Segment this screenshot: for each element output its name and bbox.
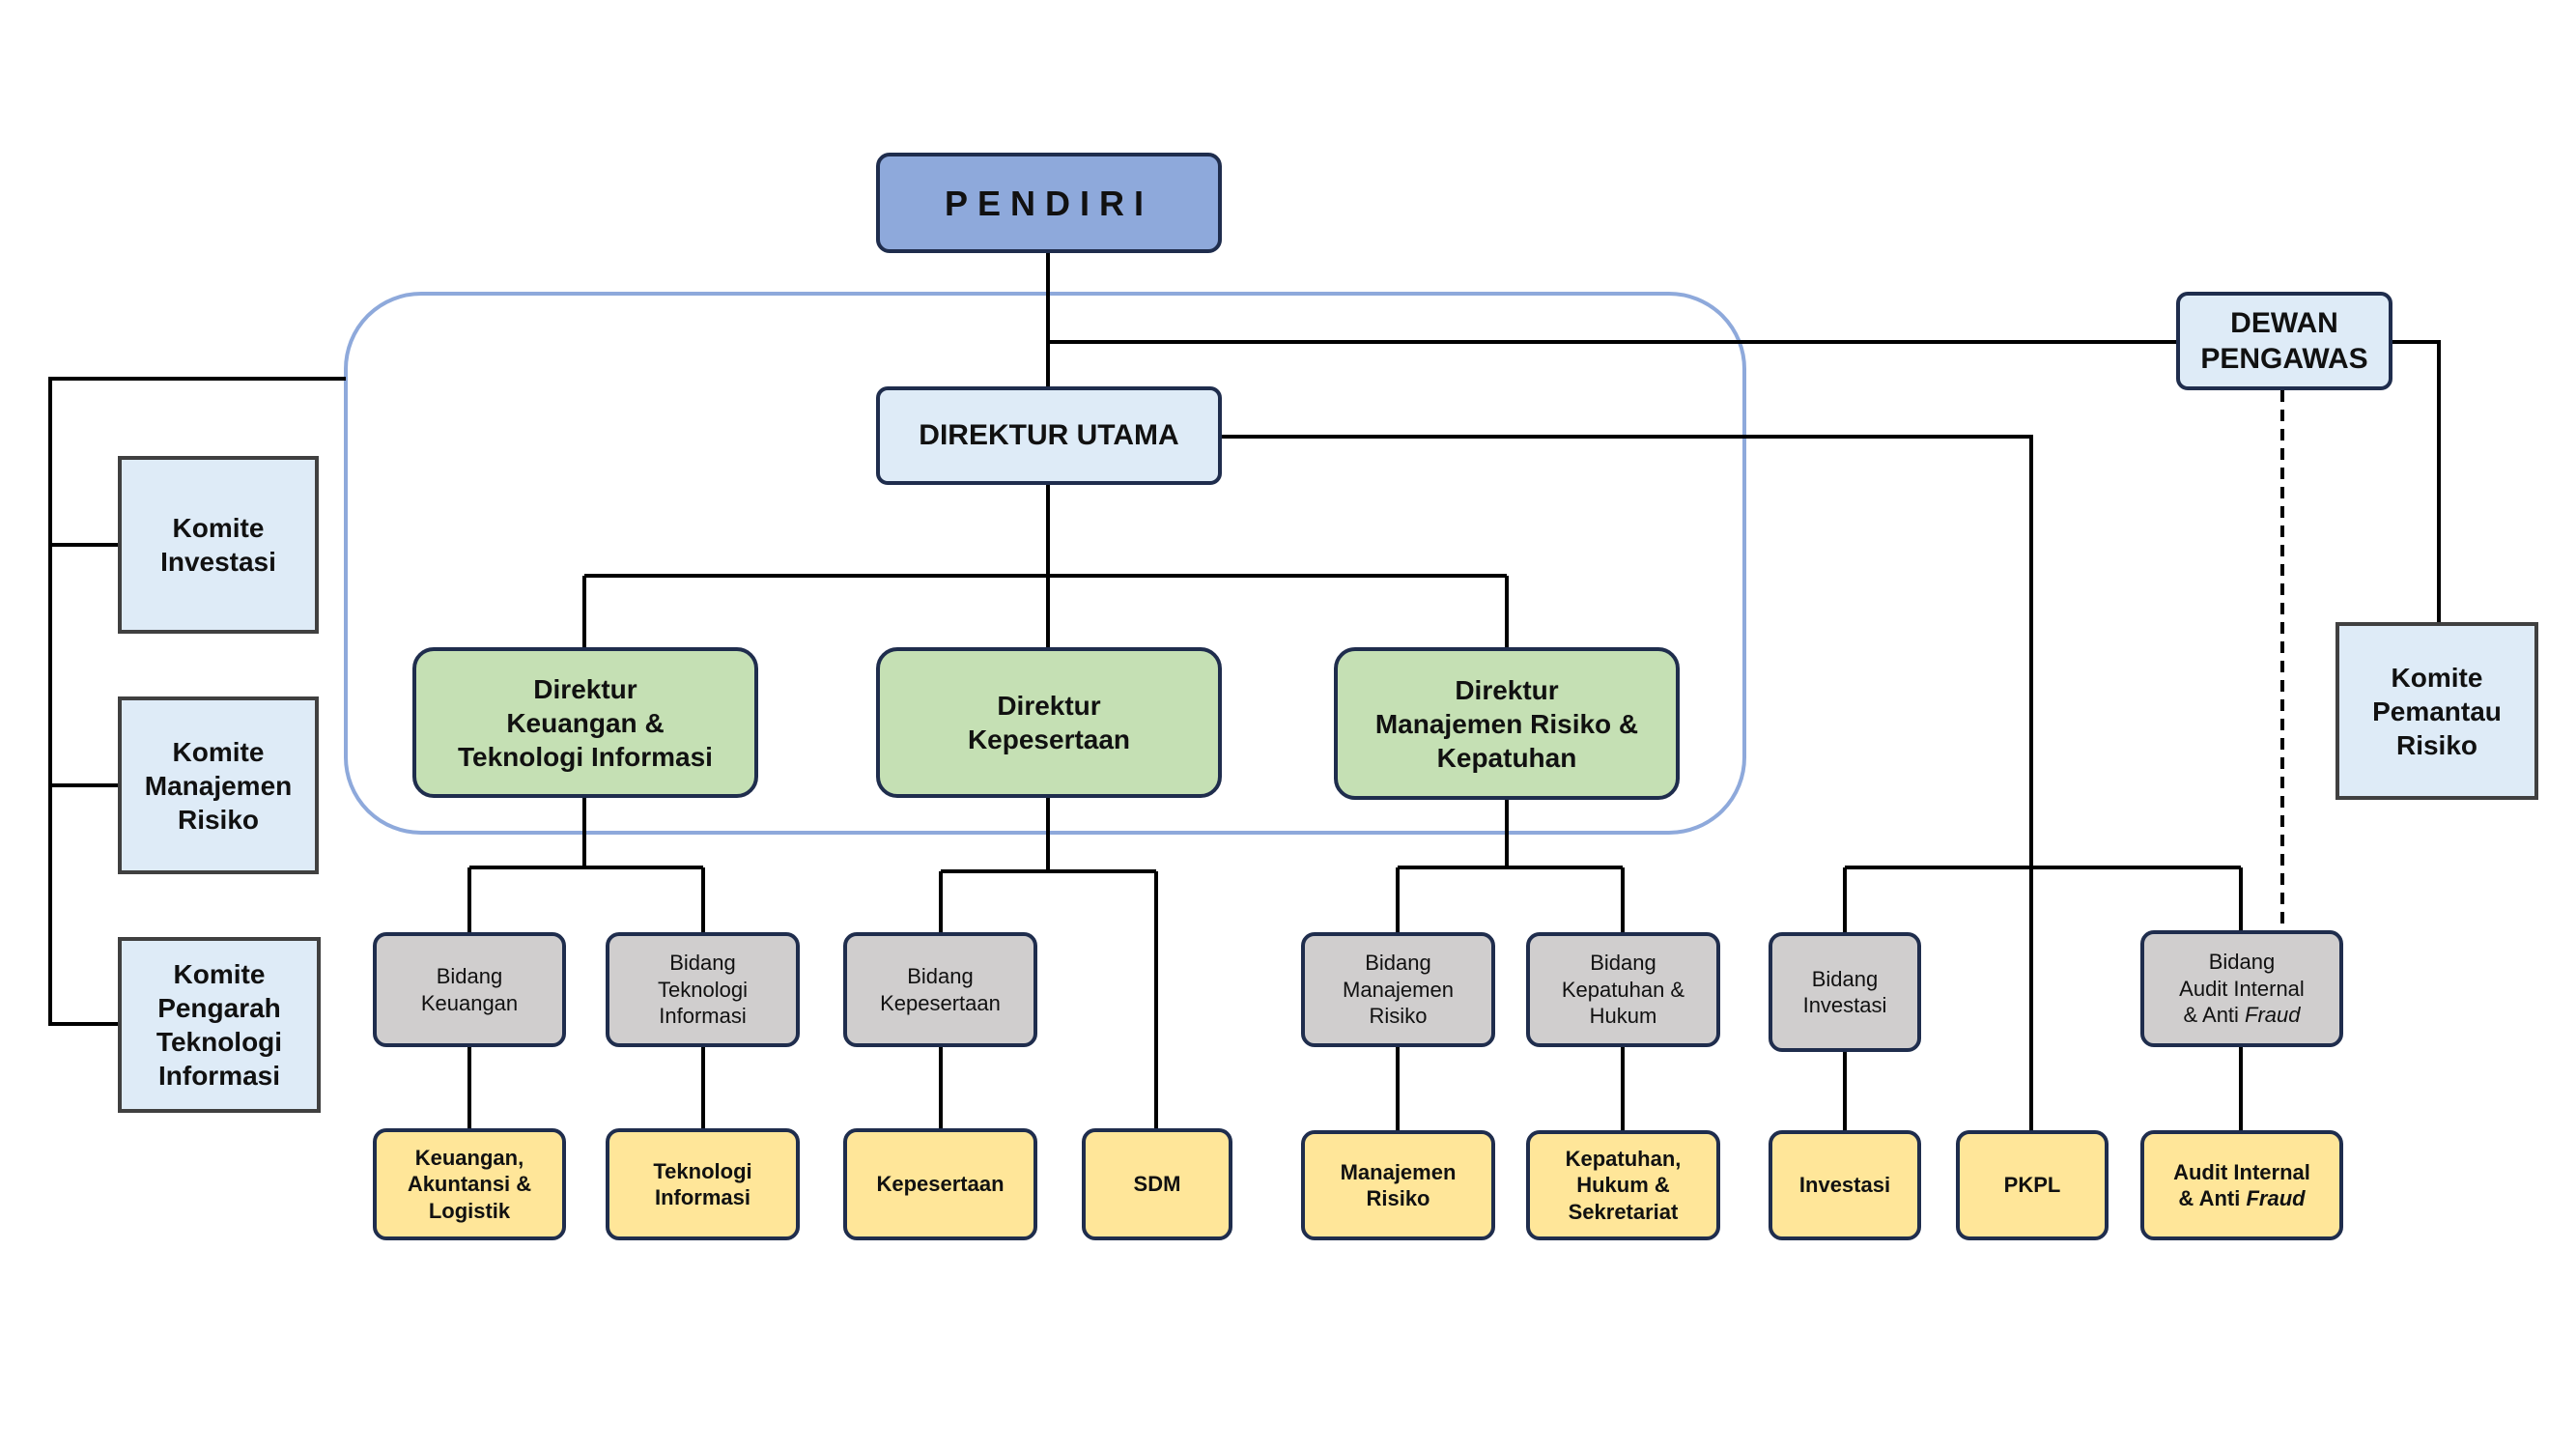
bidang-audit-line1: Bidang Audit Internal — [2179, 950, 2305, 1001]
bidang-audit-line2: & Anti — [2183, 1003, 2246, 1028]
dewan-pengawas-label: DEWAN PENGAWAS — [2200, 306, 2368, 376]
direktur-manajemen-risiko-box: Direktur Manajemen Risiko & Kepatuhan — [1334, 647, 1680, 800]
bidang-teknologi-informasi-box: Bidang Teknologi Informasi — [606, 932, 800, 1047]
komite-pengarah-ti-box: Komite Pengarah Teknologi Informasi — [118, 937, 321, 1113]
bidang-kepesertaan-label: Bidang Kepesertaan — [880, 964, 1001, 1015]
unit-kepesertaan-box: Kepesertaan — [843, 1128, 1037, 1240]
bidang-kepatuhan-hukum-box: Bidang Kepatuhan & Hukum — [1526, 932, 1720, 1047]
unit-investasi-label: Investasi — [1798, 1173, 1891, 1198]
unit-pkpl-box: PKPL — [1956, 1130, 2109, 1240]
direksi-group-outline — [344, 292, 1746, 835]
direktur-kepesertaan-box: Direktur Kepesertaan — [876, 647, 1222, 798]
komite-pengarah-ti-label: Komite Pengarah Teknologi Informasi — [156, 959, 283, 1091]
direktur-kepesertaan-label: Direktur Kepesertaan — [967, 691, 1131, 754]
unit-audit-internal-label: Audit Internal& Anti Fraud — [2173, 1159, 2310, 1212]
bidang-investasi-label: Bidang Investasi — [1802, 966, 1887, 1018]
bidang-manajemen-risiko-label: Bidang Manajemen Risiko — [1343, 951, 1454, 1029]
unit-kepatuhan-hukum-box: Kepatuhan, Hukum & Sekretariat — [1526, 1130, 1720, 1240]
pendiri-box: PENDIRI — [876, 153, 1222, 253]
bidang-kepesertaan-box: Bidang Kepesertaan — [843, 932, 1037, 1047]
direktur-keuangan-ti-box: Direktur Keuangan & Teknologi Informasi — [412, 647, 758, 798]
unit-kepesertaan-label: Kepesertaan — [876, 1172, 1005, 1197]
unit-sdm-box: SDM — [1082, 1128, 1232, 1240]
solid-connectors — [48, 253, 2441, 1132]
bidang-keuangan-box: Bidang Keuangan — [373, 932, 566, 1047]
unit-pkpl-label: PKPL — [2003, 1173, 2061, 1198]
unit-audit-line1: Audit Internal — [2173, 1159, 2310, 1184]
direktur-keuangan-ti-label: Direktur Keuangan & Teknologi Informasi — [458, 673, 713, 772]
bidang-audit-fraud: Fraud — [2245, 1003, 2301, 1028]
komite-pemantau-risiko-box: Komite Pemantau Risiko — [2335, 622, 2538, 800]
unit-keuangan-akuntansi-box: Keuangan, Akuntansi & Logistik — [373, 1128, 566, 1240]
unit-keuangan-akuntansi-label: Keuangan, Akuntansi & Logistik — [407, 1145, 532, 1223]
unit-audit-line2: & Anti — [2178, 1186, 2247, 1210]
unit-manajemen-risiko-label: Manajemen Risiko — [1340, 1159, 1457, 1211]
direktur-utama-label: DIREKTUR UTAMA — [919, 419, 1179, 452]
unit-audit-fraud: Fraud — [2246, 1186, 2306, 1210]
direktur-utama-box: DIREKTUR UTAMA — [876, 386, 1222, 485]
dewan-pengawas-box: DEWAN PENGAWAS — [2176, 292, 2392, 390]
komite-manajemen-risiko-box: Komite Manajemen Risiko — [118, 696, 319, 874]
pendiri-label: PENDIRI — [944, 183, 1154, 223]
bidang-kepatuhan-hukum-label: Bidang Kepatuhan & Hukum — [1561, 951, 1685, 1029]
komite-investasi-box: Komite Investasi — [118, 456, 319, 634]
bidang-audit-internal-box: Bidang Audit Internal& Anti Fraud — [2140, 930, 2343, 1047]
unit-sdm-label: SDM — [1133, 1172, 1181, 1197]
unit-audit-internal-box: Audit Internal& Anti Fraud — [2140, 1130, 2343, 1240]
unit-investasi-box: Investasi — [1769, 1130, 1921, 1240]
unit-kepatuhan-hukum-label: Kepatuhan, Hukum & Sekretariat — [1565, 1146, 1682, 1224]
bidang-teknologi-informasi-label: Bidang Teknologi Informasi — [658, 951, 748, 1029]
unit-manajemen-risiko-box: Manajemen Risiko — [1301, 1130, 1495, 1240]
komite-manajemen-risiko-label: Komite Manajemen Risiko — [144, 736, 293, 835]
direktur-manajemen-risiko-label: Direktur Manajemen Risiko & Kepatuhan — [1374, 674, 1639, 773]
komite-pemantau-risiko-label: Komite Pemantau Risiko — [2372, 662, 2502, 760]
unit-teknologi-informasi-box: Teknologi Informasi — [606, 1128, 800, 1240]
bidang-investasi-box: Bidang Investasi — [1769, 932, 1921, 1052]
komite-investasi-label: Komite Investasi — [160, 513, 276, 577]
bidang-keuangan-label: Bidang Keuangan — [420, 964, 519, 1015]
bidang-manajemen-risiko-box: Bidang Manajemen Risiko — [1301, 932, 1495, 1047]
bidang-audit-internal-label: Bidang Audit Internal& Anti Fraud — [2179, 949, 2305, 1029]
unit-teknologi-informasi-label: Teknologi Informasi — [653, 1158, 752, 1210]
